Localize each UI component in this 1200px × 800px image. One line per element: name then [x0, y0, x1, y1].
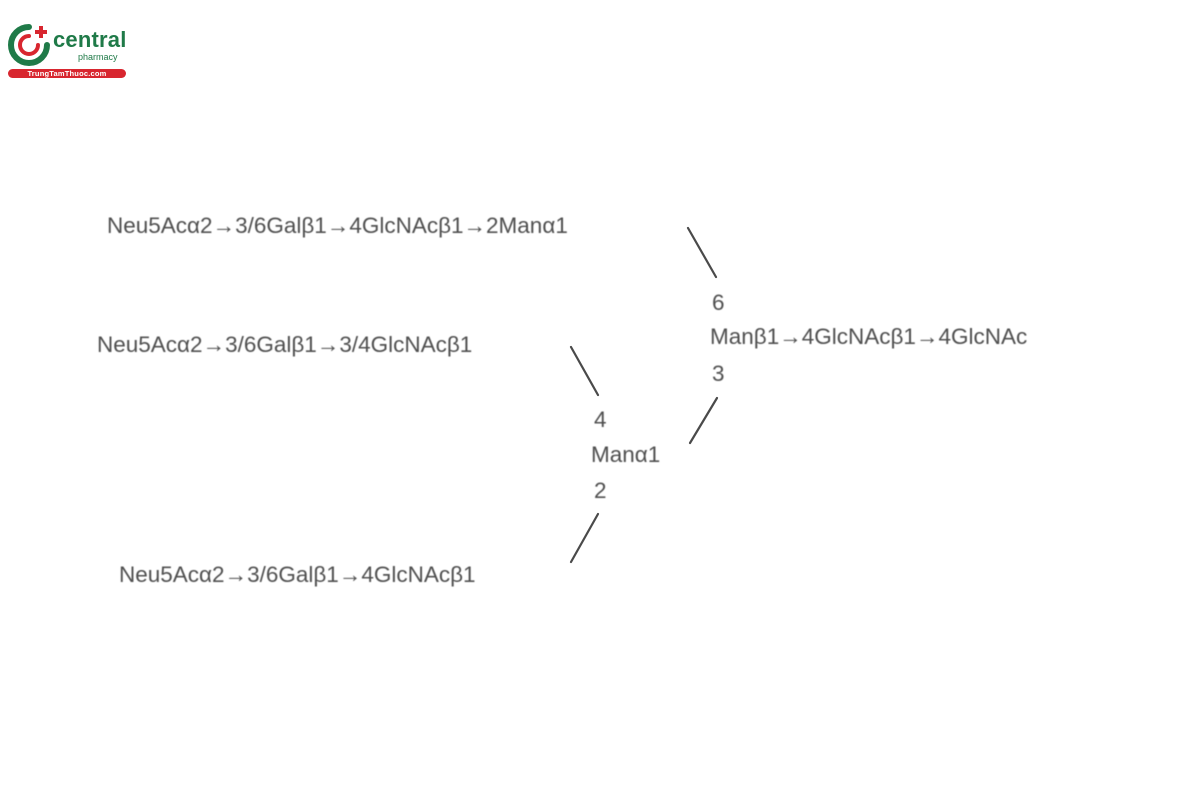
core-chain-label: Manβ1→4GlcNAcβ1→4GlcNAc	[710, 324, 1028, 349]
branch-middle-label: Neu5Acα2→3/6Galβ1→3/4GlcNAcβ1	[97, 332, 473, 357]
bond-line-core-to-lower-mannose	[688, 396, 719, 445]
logo-subtitle: pharmacy	[78, 52, 118, 62]
branch-top-label: Neu5Acα2→3/6Galβ1→4GlcNAcβ1→2Manα1	[107, 213, 568, 238]
core-link-position-3: 3	[712, 361, 725, 386]
bond-line-middle-to-lower-mannose	[569, 345, 600, 397]
central-pharmacy-logo[interactable]: central pharmacy TrungTamThuoc.com	[6, 22, 128, 82]
logo-brand-name: central	[53, 27, 127, 52]
bond-line-lower-mannose-to-bottom	[569, 512, 600, 564]
core-link-position-6: 6	[712, 290, 725, 315]
bond-line-top-to-core	[686, 226, 718, 279]
logo-website-bar: TrungTamThuoc.com	[8, 69, 126, 78]
lower-mannose-link-position-4: 4	[594, 407, 607, 432]
lower-mannose-link-position-2: 2	[594, 478, 607, 503]
lower-mannose-label: Manα1	[591, 442, 661, 467]
branch-bottom-label: Neu5Acα2→3/6Galβ1→4GlcNAcβ1	[119, 562, 476, 587]
central-pharmacy-logo-icon	[8, 24, 50, 66]
